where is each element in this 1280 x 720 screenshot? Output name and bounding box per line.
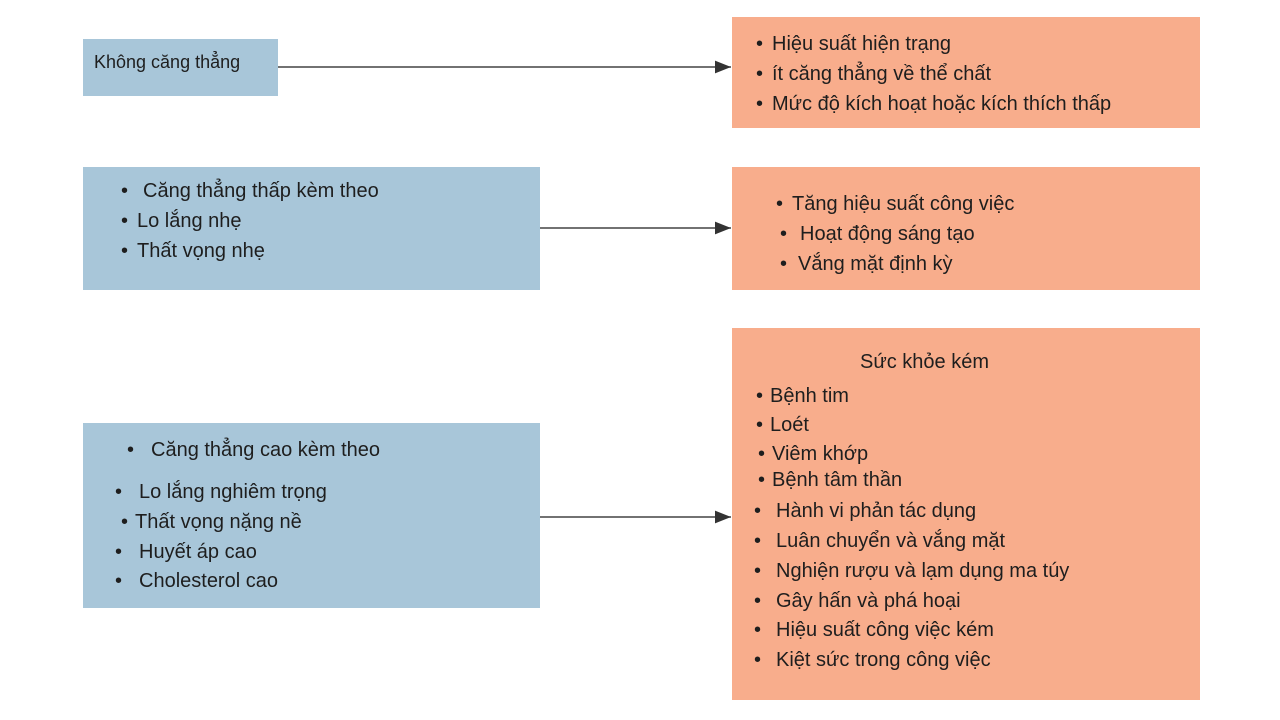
outcome-item: •Hiệu suất công việc kém (754, 619, 994, 641)
outcome-box-low: •Tăng hiệu suất công việc •Hoạt động sán… (732, 167, 1200, 290)
outcome-item: •Loét (756, 414, 809, 436)
outcome-item: •Tăng hiệu suất công việc (776, 193, 1015, 215)
outcome-title: Sức khỏe kém (860, 351, 989, 373)
outcome-item: •Vắng mặt định kỳ (780, 253, 953, 275)
stress-box-high: •Căng thẳng cao kèm theo •Lo lắng nghiêm… (83, 423, 540, 608)
outcome-box-none: •Hiệu suất hiện trạng •ít căng thẳng về … (732, 17, 1200, 128)
outcome-item: •Gây hấn và phá hoại (754, 590, 961, 612)
stress-box-low: •Căng thẳng thấp kèm theo •Lo lắng nhẹ •… (83, 167, 540, 290)
stress-item: •Thất vọng nhẹ (121, 240, 265, 262)
outcome-item: •Bệnh tâm thần (758, 469, 903, 491)
outcome-item: •Mức độ kích hoạt hoặc kích thích thấp (756, 93, 1112, 115)
outcome-item: •Luân chuyển và vắng mặt (754, 530, 1006, 552)
stress-item: •Lo lắng nhẹ (121, 210, 242, 232)
outcome-box-high: Sức khỏe kém •Bệnh tim •Loét •Viêm khớp … (732, 328, 1200, 700)
outcome-item: •Viêm khớp (758, 443, 869, 465)
outcome-item: •Hiệu suất hiện trạng (756, 33, 952, 55)
stress-item: •Căng thẳng thấp kèm theo (121, 180, 379, 202)
outcome-item: •Nghiện rượu và lạm dụng ma túy (754, 560, 1070, 582)
stress-item: •Cholesterol cao (115, 570, 278, 592)
outcome-item: •Kiệt sức trong công việc (754, 649, 991, 671)
stress-title: Không căng thẳng (94, 52, 241, 72)
outcome-item: •ít căng thẳng về thể chất (756, 63, 992, 85)
stress-item: •Lo lắng nghiêm trọng (115, 481, 327, 503)
stress-box-none: Không căng thẳng (83, 39, 278, 96)
stress-item: •Căng thẳng cao kèm theo (127, 439, 381, 461)
outcome-item: •Hành vi phản tác dụng (754, 500, 977, 522)
outcome-item: •Hoạt động sáng tạo (780, 223, 975, 245)
outcome-item: •Bệnh tim (756, 385, 849, 407)
stress-item: •Huyết áp cao (115, 541, 257, 563)
stress-item: •Thất vọng nặng nề (121, 511, 302, 533)
